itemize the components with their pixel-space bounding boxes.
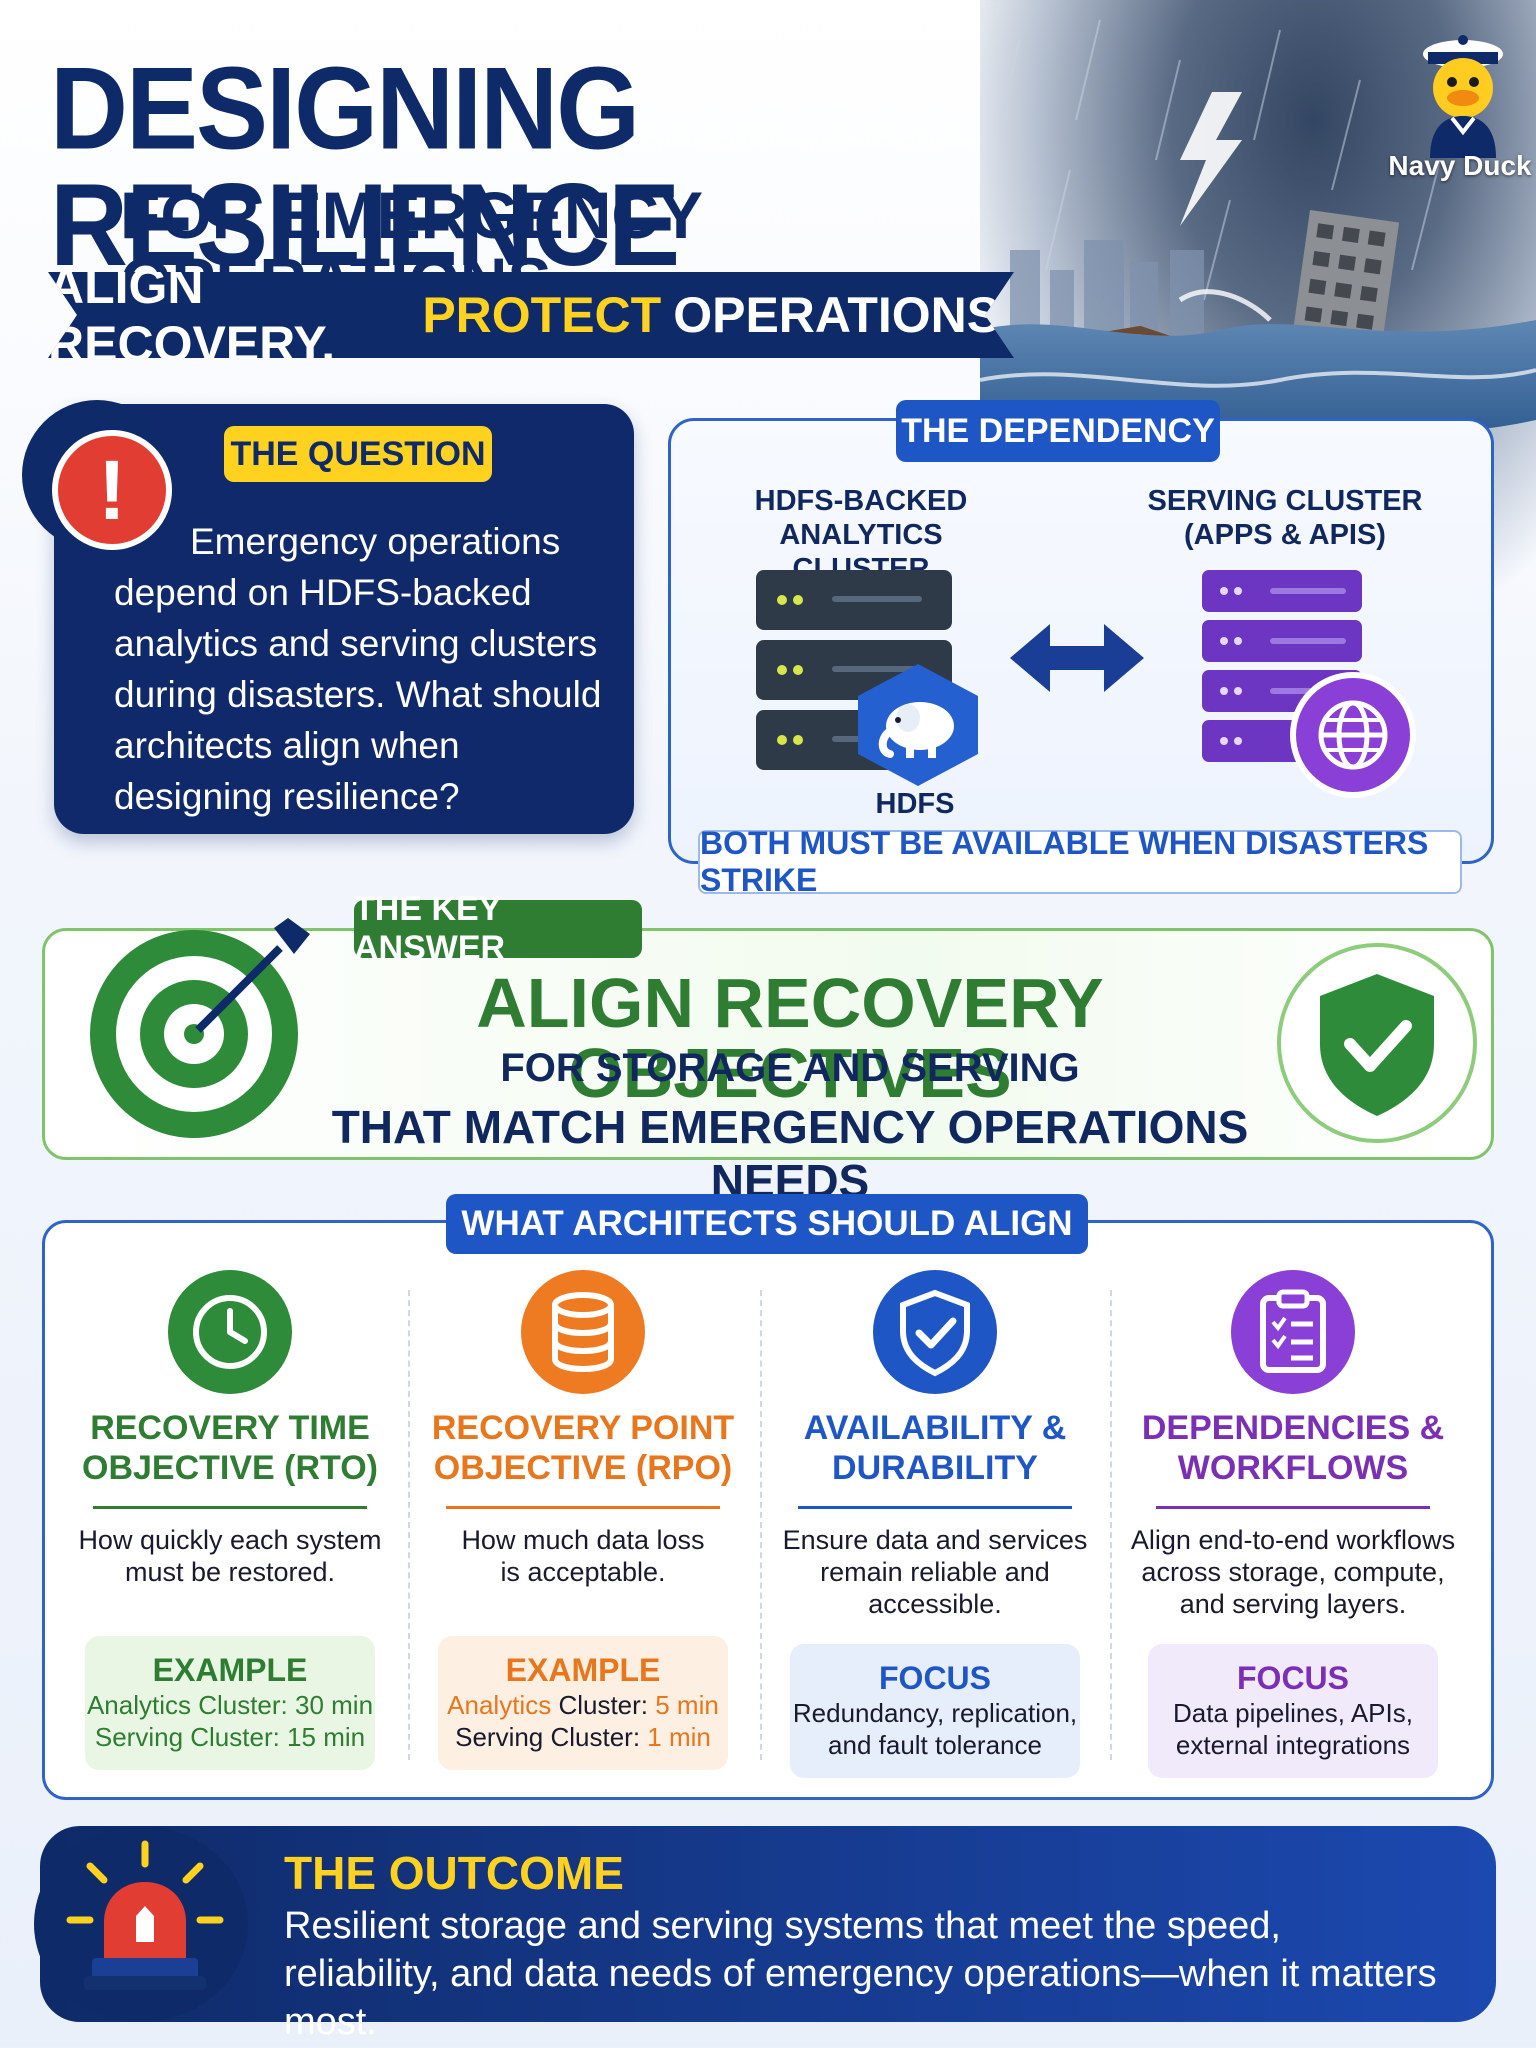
- dependencies-underline: [1156, 1506, 1430, 1509]
- outcome-title: THE OUTCOME: [284, 1847, 624, 1899]
- shield-check-icon: [1274, 940, 1480, 1146]
- column-divider: [760, 1290, 762, 1760]
- clock-icon: [168, 1270, 292, 1394]
- banner-highlight: PROTECT: [422, 287, 662, 343]
- column-divider: [1110, 1290, 1112, 1760]
- hdfs-caption: HDFS: [875, 788, 955, 820]
- page-title: DESIGNING RESILIENCE: [50, 42, 680, 290]
- dependencies-focus-box: FOCUS Data pipelines, APIs, external int…: [1148, 1644, 1438, 1778]
- availability-underline: [798, 1506, 1072, 1509]
- rpo-description: How much data loss is acceptable.: [461, 1525, 705, 1587]
- rto-column: RECOVERY TIME OBJECTIVE (RTO) How quickl…: [65, 1270, 395, 1790]
- rpo-title: RECOVERY POINT OBJECTIVE (RPO): [431, 1409, 735, 1487]
- dependencies-description: Align end-to-end workflows across storag…: [1130, 1525, 1456, 1619]
- availability-description: Ensure data and services remain reliable…: [782, 1525, 1088, 1619]
- banner-part-1: ALIGN RECOVERY.: [48, 258, 336, 372]
- key-answer-line-2: THAT MATCH EMERGENCY OPERATIONS NEEDS: [331, 1101, 1249, 1207]
- outcome-text: Resilient storage and serving systems th…: [284, 1905, 1437, 2043]
- rto-underline: [93, 1506, 367, 1509]
- dependency-note: BOTH MUST BE AVAILABLE WHEN DISASTERS ST…: [698, 825, 1462, 898]
- outcome-card: [40, 1826, 1496, 2022]
- dependencies-column: DEPENDENCIES & WORKFLOWS Align end-to-en…: [1128, 1270, 1458, 1790]
- dependency-tag: THE DEPENDENCY: [896, 400, 1220, 462]
- globe-icon: [1288, 670, 1418, 800]
- rpo-column: RECOVERY POINT OBJECTIVE (RPO) How much …: [418, 1270, 748, 1790]
- clipboard-icon: [1231, 1270, 1355, 1394]
- rpo-example-box: EXAMPLE Analytics Cluster: 5 min Serving…: [438, 1636, 728, 1770]
- rto-example-box: EXAMPLE Analytics Cluster: 30 min Servin…: [85, 1636, 375, 1770]
- availability-column: AVAILABILITY & DURABILITY Ensure data an…: [770, 1270, 1100, 1790]
- duck-mascot-icon: [1408, 22, 1518, 162]
- dependencies-title: DEPENDENCIES & WORKFLOWS: [1141, 1409, 1445, 1487]
- database-icon: [521, 1270, 645, 1394]
- alert-icon: !: [52, 430, 172, 550]
- key-answer-tag: THE KEY ANSWER: [354, 890, 642, 967]
- question-tag: THE QUESTION: [224, 426, 492, 482]
- availability-title: AVAILABILITY & DURABILITY: [803, 1409, 1067, 1487]
- tagline-banner: ALIGN RECOVERY. PROTECT OPERATIONS.: [48, 272, 1014, 358]
- target-icon: [74, 914, 314, 1144]
- align-tag: WHAT ARCHITECTS SHOULD ALIGN: [446, 1194, 1088, 1254]
- key-answer-headline: ALIGN RECOVERY OBJECTIVES: [476, 964, 1104, 1112]
- siren-icon: [60, 1836, 230, 2006]
- elephant-icon: [850, 660, 986, 790]
- column-divider: [408, 1290, 410, 1760]
- double-arrow-icon: [1010, 618, 1144, 698]
- key-answer-line-1: FOR STORAGE AND SERVING: [500, 1046, 1080, 1090]
- brand-name: Navy Duck: [1388, 150, 1532, 181]
- rto-description: How quickly each system must be restored…: [78, 1525, 382, 1587]
- availability-focus-box: FOCUS Redundancy, replication, and fault…: [790, 1644, 1080, 1778]
- shield-icon: [873, 1270, 997, 1394]
- question-text: Emergency operations depend on HDFS-back…: [114, 521, 602, 817]
- banner-part-2: OPERATIONS.: [673, 287, 1014, 343]
- serving-cluster-label: SERVING CLUSTER (APPS & APIS): [1147, 485, 1423, 551]
- rpo-underline: [446, 1506, 720, 1509]
- rto-title: RECOVERY TIME OBJECTIVE (RTO): [82, 1409, 378, 1487]
